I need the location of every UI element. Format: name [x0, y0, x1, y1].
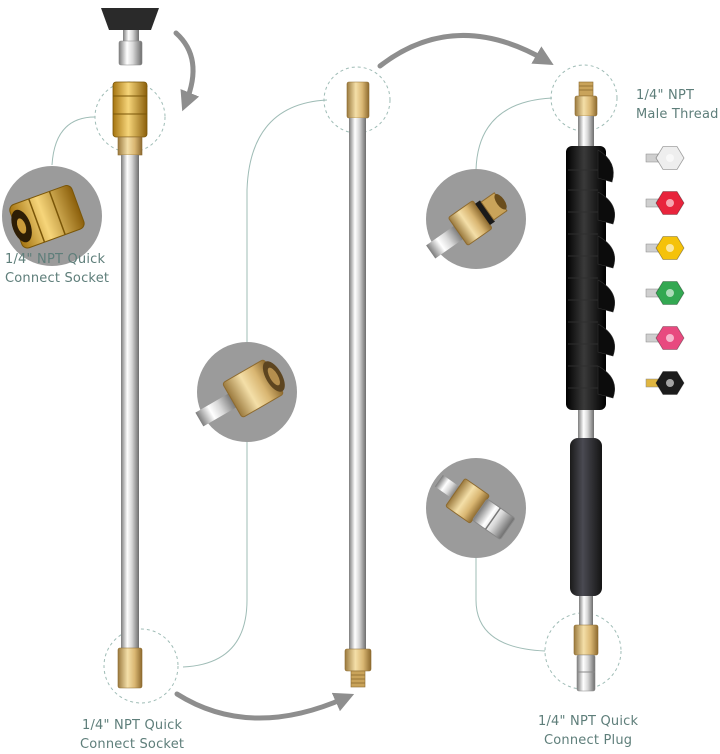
label-quick-connect-socket-top: 1/4" NPT Quick Connect Socket — [5, 250, 109, 288]
foam-grip — [570, 438, 602, 596]
label-male-thread: 1/4" NPT Male Thread — [636, 86, 719, 124]
connector-line-middle-bottom — [182, 440, 248, 668]
curved-arrow-top-left — [173, 30, 200, 112]
callout-female-fitting-closeup — [195, 342, 297, 442]
steel-tube-left — [121, 155, 139, 650]
nozzle-cap-black — [101, 8, 159, 30]
arrows — [173, 30, 554, 721]
callout-male-thread-closeup — [426, 169, 526, 269]
nozzle-tip-pink-tip — [645, 326, 685, 350]
focus-circle-plug — [544, 612, 622, 690]
connector-line-middle-top — [246, 99, 328, 345]
steel-tube-middle — [349, 118, 366, 650]
rubber-flaps — [597, 149, 615, 399]
top-brass-female-fitting — [346, 81, 370, 119]
callout-plug-closeup — [426, 458, 526, 558]
wand-right — [566, 81, 615, 692]
curved-arrow-bottom — [174, 691, 355, 721]
quick-connect-socket-top — [112, 81, 148, 138]
bottom-brass-male-fitting — [344, 648, 372, 672]
callout-socket-closeup — [2, 166, 102, 266]
male-thread-fitting — [574, 95, 598, 117]
quick-connect-plug — [576, 654, 596, 692]
label-line-2: Connect Plug — [544, 733, 633, 748]
connector-line-plug — [475, 555, 546, 652]
nozzle-tip-set — [645, 146, 685, 395]
nozzle-tip-green-tip — [645, 281, 685, 305]
zoom-callouts — [2, 166, 526, 558]
wand-middle — [344, 81, 372, 688]
nozzle-tip-red-tip — [645, 191, 685, 215]
focus-circle-middle-top — [323, 66, 391, 134]
label-line-1: 1/4" NPT — [636, 88, 695, 103]
nozzle-tip-yellow-tip — [645, 236, 685, 260]
label-line-2: Connect Socket — [80, 737, 185, 752]
rubber-ribs — [568, 169, 598, 389]
label-line-1: 1/4" NPT Quick — [81, 718, 183, 733]
label-quick-connect-plug: 1/4" NPT Quick Connect Plug — [538, 712, 638, 750]
connector-line-top-socket — [51, 116, 96, 166]
label-line-1: 1/4" NPT Quick — [538, 714, 639, 729]
label-quick-connect-socket-bottom: 1/4" NPT Quick Connect Socket — [80, 716, 184, 754]
bottom-brass-socket — [117, 647, 143, 689]
plug-brass-body — [573, 624, 599, 656]
label-line-2: Male Thread — [636, 107, 719, 122]
nozzle-tip-black-tip — [645, 371, 685, 395]
wand-left — [101, 8, 159, 689]
focus-circle-bottom-socket — [103, 628, 179, 704]
focus-circle-male-thread — [550, 64, 618, 132]
curved-arrow-top-right — [377, 33, 554, 69]
label-line-2: Connect Socket — [5, 271, 110, 286]
connector-lines — [51, 97, 553, 668]
connector-line-male-thread — [475, 97, 553, 171]
nozzle-tip-white-tip — [645, 146, 685, 170]
label-line-1: 1/4" NPT Quick — [5, 252, 106, 267]
